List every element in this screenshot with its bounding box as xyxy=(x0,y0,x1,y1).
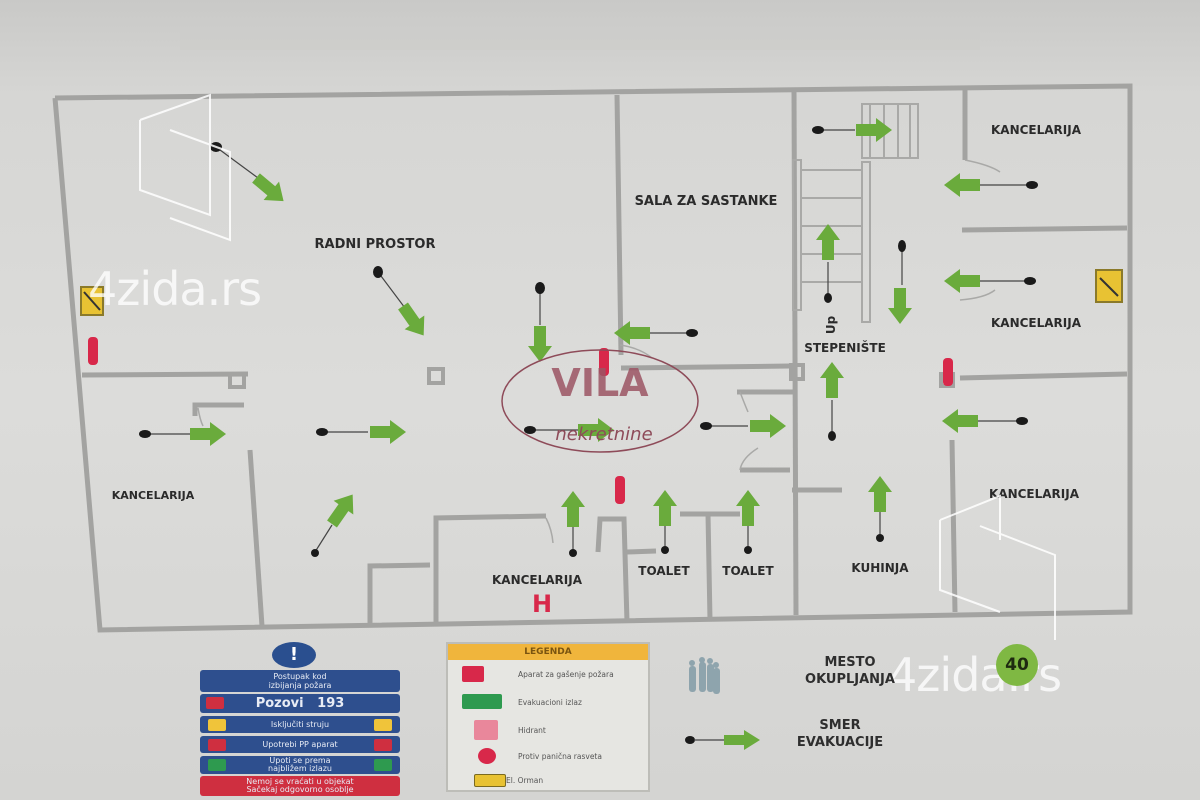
emergency-exit-icon xyxy=(374,759,392,771)
fire-extinguisher-icon xyxy=(462,666,484,682)
room-label-stepeniste: STEPENIŠTE xyxy=(804,340,886,355)
exclamation-icon: ! xyxy=(272,642,316,668)
watermark-logo-icon xyxy=(139,93,1056,640)
emergency-call-row: Pozovi 193 xyxy=(200,694,400,713)
fire-extinguisher-icon xyxy=(374,739,392,751)
legend-panel: LEGENDA Aparat za gašenje požara Evakuac… xyxy=(446,642,650,792)
watermark-4zida: 4zida.rs xyxy=(88,262,262,316)
emergency-exit-icon xyxy=(208,759,226,771)
room-label-kancelarija: KANCELARIJA xyxy=(492,573,583,587)
hydrant-icon xyxy=(474,720,498,740)
room-label-kuhinja: KUHINJA xyxy=(851,561,909,575)
floor-number-badge: 40 xyxy=(996,644,1038,686)
hydrant-icon: H xyxy=(532,590,552,618)
warning-icon xyxy=(208,719,226,731)
room-label-sala: SALA ZA SASTANKE xyxy=(635,194,778,209)
procedure-step: Isključiti struju xyxy=(200,716,400,733)
room-label-kancelarija: KANCELARIJA xyxy=(991,123,1082,137)
vila-nekretnine-watermark: VILA nekretnine xyxy=(500,346,700,456)
room-label-toalet: TOALET xyxy=(638,564,690,578)
legend-title: LEGENDA xyxy=(448,644,648,660)
assembly-point-icon xyxy=(689,657,720,694)
evacuation-arrows xyxy=(139,118,1038,557)
legend-item: Protiv panična rasveta xyxy=(448,746,648,766)
room-label-kancelarija: KANCELARIJA xyxy=(112,489,195,502)
panic-light-icon xyxy=(478,748,496,764)
fire-extinguisher-icon xyxy=(208,739,226,751)
legend-item: Hidrant xyxy=(448,720,648,740)
room-label-radni-prostor: RADNI PROSTOR xyxy=(315,237,436,252)
legend-item: Aparat za gašenje požara xyxy=(448,664,648,684)
emergency-exit-icon xyxy=(462,694,502,709)
svg-text:VILA: VILA xyxy=(551,361,649,405)
room-label-kancelarija: KANCELARIJA xyxy=(989,487,1080,501)
legend-item: Evakuacioni izlaz xyxy=(448,692,648,712)
procedure-step: Upotrebi PP aparat xyxy=(200,736,400,753)
stairs-up-label: Up xyxy=(824,315,838,334)
electric-cabinet-icon xyxy=(474,774,506,787)
room-label-toalet: TOALET xyxy=(722,564,774,578)
warning-icon xyxy=(374,719,392,731)
electric-cabinet-icons xyxy=(80,269,1123,316)
evacuation-direction-icon xyxy=(685,730,760,750)
svg-text:nekretnine: nekretnine xyxy=(555,424,652,445)
fire-extinguisher-icons xyxy=(88,337,953,504)
walls xyxy=(52,83,1133,633)
phone-icon xyxy=(206,697,224,709)
room-label-kancelarija: KANCELARIJA xyxy=(991,316,1082,330)
legend-item: El. Orman xyxy=(448,770,648,790)
